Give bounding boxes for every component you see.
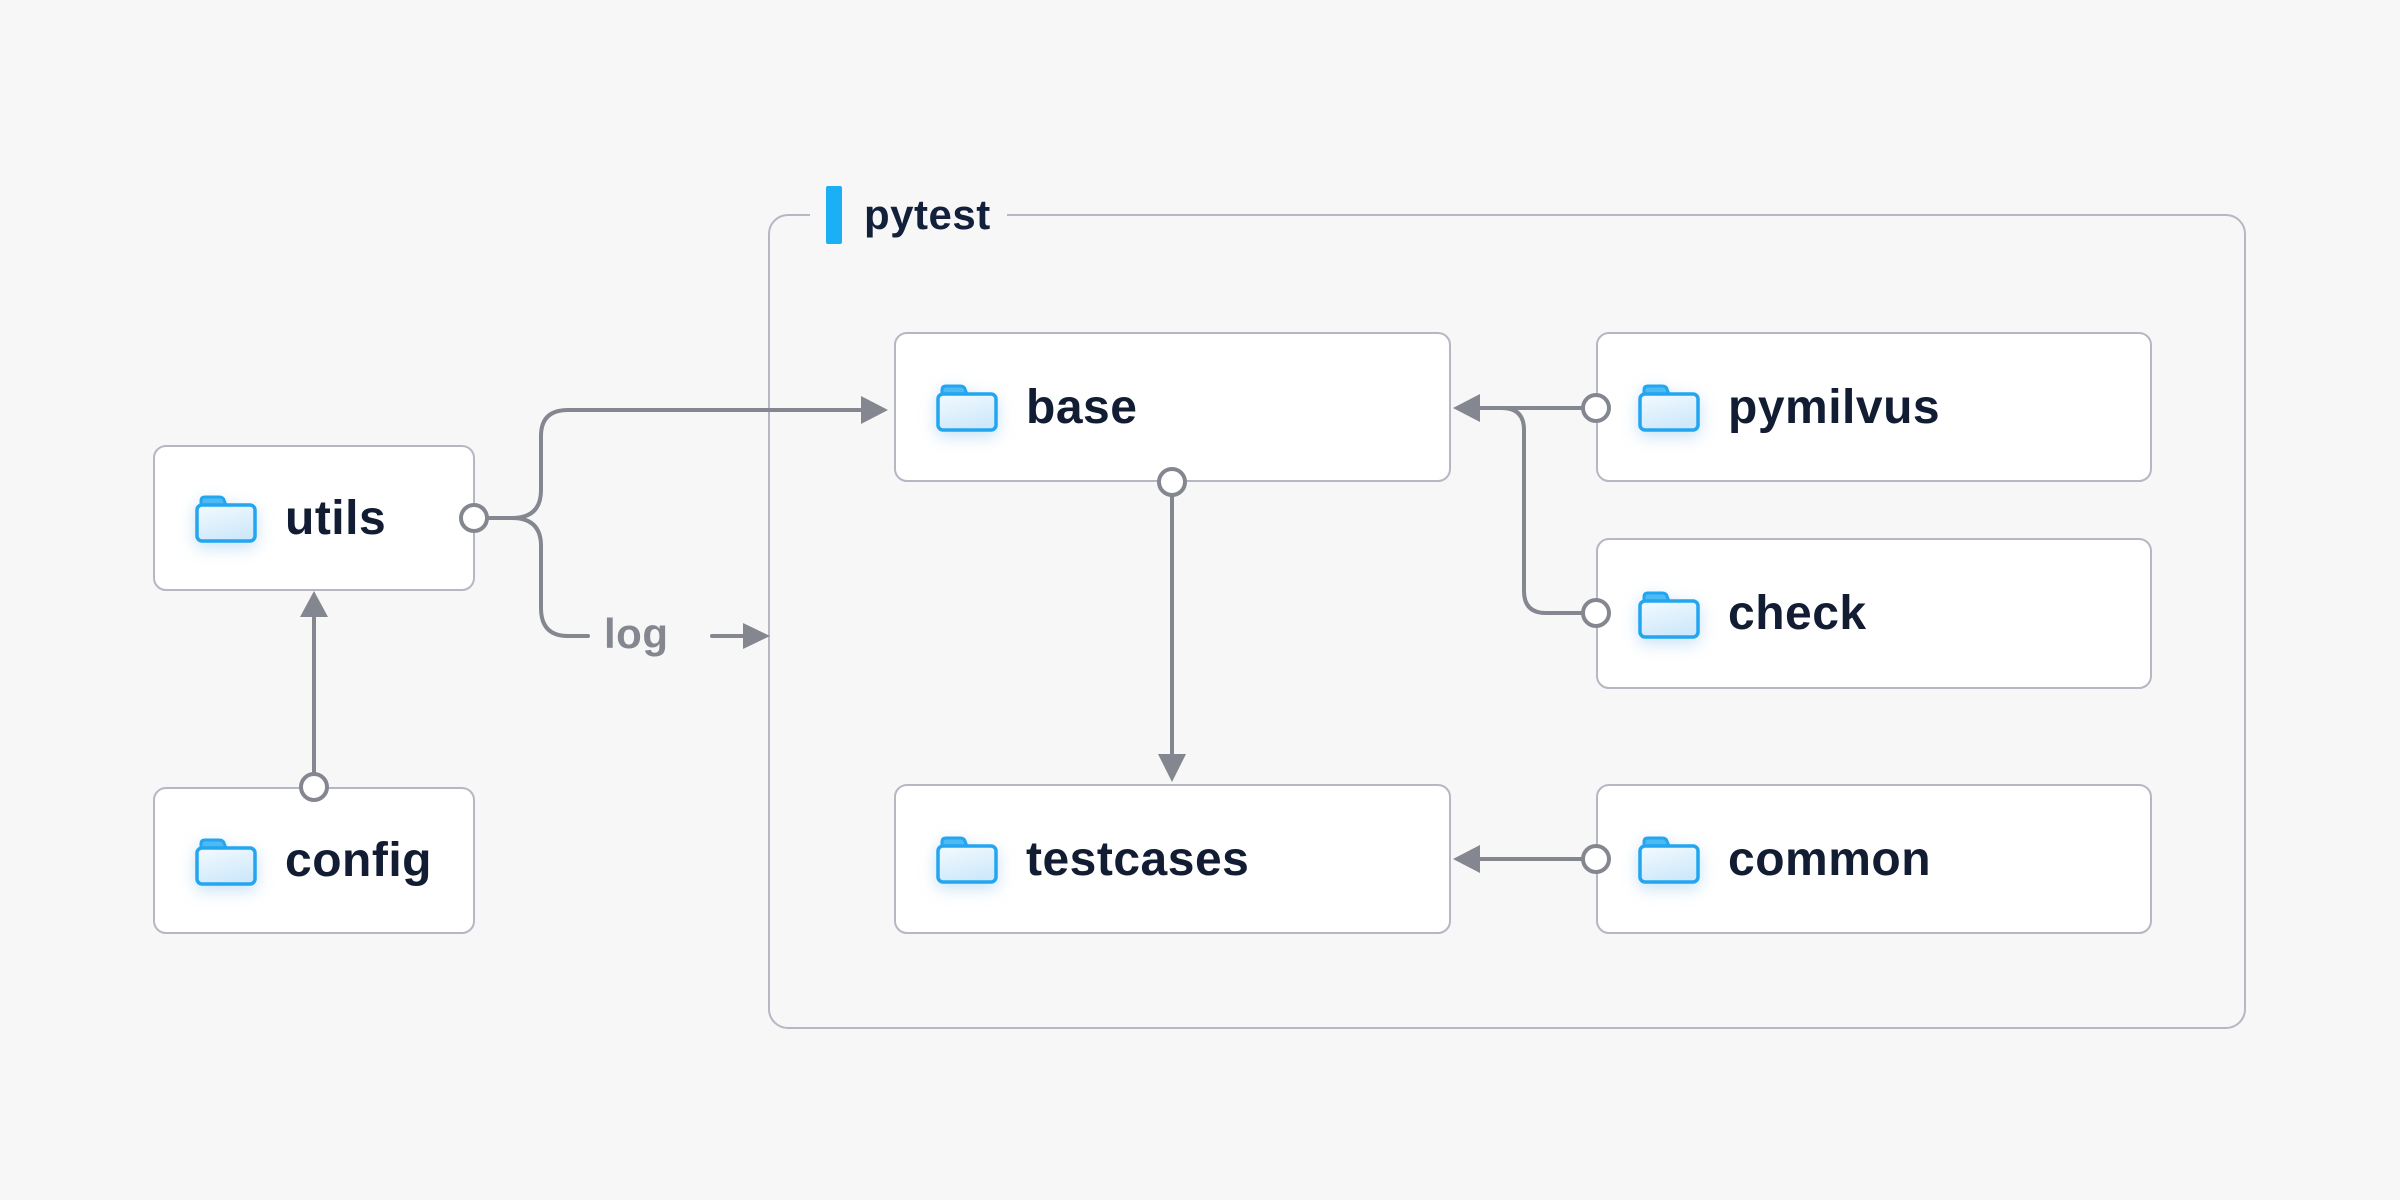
- node-check: check: [1596, 538, 2152, 689]
- node-label: testcases: [1026, 832, 1250, 886]
- edge-log-arrow: [710, 623, 770, 649]
- node-testcases: testcases: [894, 784, 1451, 934]
- pytest-group-label-text: pytest: [864, 191, 991, 238]
- pytest-group-label: pytest: [810, 184, 1007, 246]
- node-label: config: [285, 834, 432, 887]
- folder-icon: [936, 384, 998, 432]
- folder-icon: [1638, 836, 1700, 884]
- node-label: base: [1026, 380, 1138, 434]
- edge-config-to-utils: [299, 591, 329, 802]
- folder-icon: [195, 838, 257, 886]
- accent-bar: [826, 186, 842, 244]
- node-label: common: [1728, 832, 1932, 886]
- pytest-group-container: [768, 214, 2246, 1029]
- folder-icon: [936, 836, 998, 884]
- node-label: utils: [285, 491, 387, 545]
- folder-icon: [1638, 384, 1700, 432]
- node-utils: utils: [153, 445, 475, 591]
- folder-icon: [195, 495, 257, 543]
- node-base: base: [894, 332, 1451, 482]
- node-common: common: [1596, 784, 2152, 934]
- folder-icon: [1638, 591, 1700, 639]
- node-label: pymilvus: [1728, 380, 1941, 434]
- node-label: check: [1728, 587, 1867, 640]
- node-config: config: [153, 787, 475, 934]
- log-edge-label: log: [604, 610, 669, 657]
- node-pymilvus: pymilvus: [1596, 332, 2152, 482]
